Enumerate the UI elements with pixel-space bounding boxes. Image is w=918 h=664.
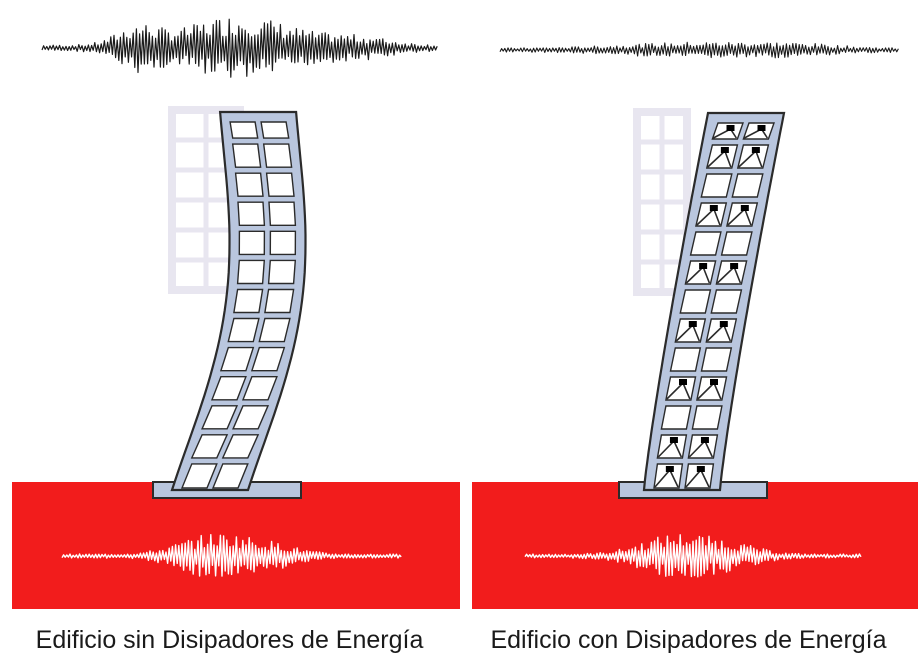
- energy-damper: [726, 125, 735, 131]
- energy-damper: [688, 321, 697, 327]
- bay-window: [689, 231, 722, 256]
- bay-window: [241, 376, 278, 401]
- bay-window: [211, 463, 249, 489]
- building-without-dampers: [152, 110, 307, 499]
- energy-damper: [730, 263, 739, 269]
- bay-window: [180, 463, 218, 489]
- ground-seismic-wave-right: [524, 534, 862, 578]
- bay-window: [258, 317, 291, 343]
- energy-damper: [665, 466, 674, 472]
- bay-window: [731, 173, 764, 198]
- bay-window: [660, 405, 692, 430]
- top-seismic-wave-right: [499, 41, 899, 59]
- energy-damper: [719, 321, 728, 327]
- bay-window: [221, 434, 260, 459]
- ground-seismic-wave-left: [61, 534, 402, 577]
- bay-window: [219, 346, 255, 372]
- bay-window: [210, 376, 247, 401]
- bay-window: [691, 405, 723, 430]
- bay-window: [267, 259, 297, 285]
- top-seismic-wave-left: [41, 18, 438, 78]
- bay-window: [229, 121, 259, 139]
- bay-window: [201, 405, 239, 430]
- bay-window: [234, 172, 264, 197]
- ground-right: [472, 482, 918, 609]
- caption-without-dampers: Edificio sin Disipadores de Energía: [35, 626, 424, 654]
- energy-damper: [710, 379, 719, 385]
- bay-window: [262, 143, 293, 168]
- bay-window: [236, 259, 266, 285]
- bay-window: [265, 172, 295, 197]
- bay-window: [233, 288, 264, 314]
- bay-window: [250, 346, 286, 372]
- building-with-dampers: [618, 111, 786, 499]
- caption-with-dampers: Edificio con Disipadores de Energía: [490, 626, 887, 654]
- bay-window: [720, 231, 753, 256]
- bay-window: [710, 289, 743, 314]
- bay-window: [679, 289, 712, 314]
- bay-window: [700, 347, 733, 372]
- energy-damper: [699, 263, 708, 269]
- bay-window: [190, 434, 229, 459]
- energy-damper: [757, 125, 766, 131]
- energy-damper: [709, 205, 718, 211]
- panel-with-dampers: [472, 41, 918, 609]
- energy-damper: [720, 147, 729, 153]
- ghost-building-right: [633, 108, 691, 296]
- energy-damper: [740, 205, 749, 211]
- bay-window: [268, 201, 297, 226]
- energy-damper: [679, 379, 688, 385]
- energy-damper: [669, 437, 678, 443]
- bay-window: [231, 143, 262, 168]
- bay-window: [700, 173, 733, 198]
- bay-window: [227, 317, 260, 343]
- bay-window: [260, 121, 290, 139]
- panel-without-dampers: [12, 18, 460, 609]
- bay-window: [669, 347, 702, 372]
- bay-window: [232, 405, 270, 430]
- energy-damper: [696, 466, 705, 472]
- bay-window: [269, 230, 297, 256]
- bay-window: [237, 201, 266, 226]
- bay-window: [264, 288, 295, 314]
- energy-damper: [751, 147, 760, 153]
- energy-damper: [700, 437, 709, 443]
- bay-window: [238, 230, 266, 256]
